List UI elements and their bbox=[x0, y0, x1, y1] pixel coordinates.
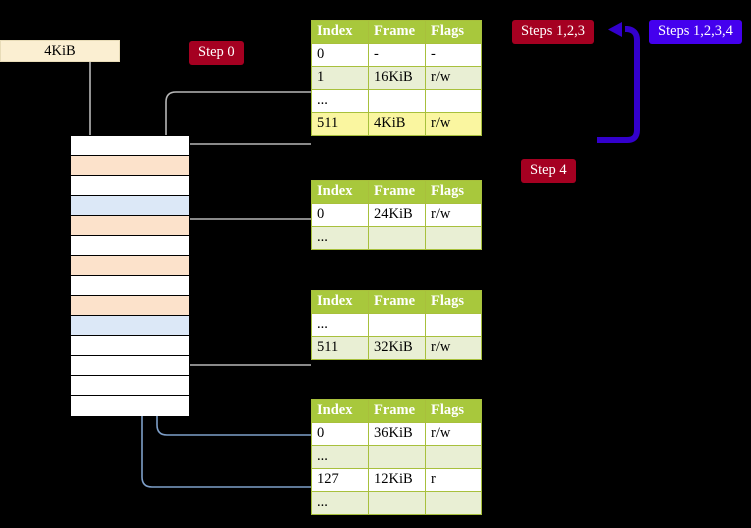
table-cell: r/w bbox=[425, 422, 482, 446]
table-cell: 32KiB bbox=[368, 336, 426, 360]
table-row: ... bbox=[311, 445, 482, 469]
column-header-flags: Flags bbox=[425, 290, 482, 314]
memory-row bbox=[71, 156, 189, 176]
table-cell bbox=[368, 445, 426, 469]
table-cell: ... bbox=[311, 226, 369, 250]
memory-row bbox=[71, 136, 189, 156]
column-header-frame: Frame bbox=[368, 399, 426, 423]
memory-row bbox=[71, 396, 189, 416]
memory-row bbox=[71, 296, 189, 316]
table-cell: 511 bbox=[311, 112, 369, 136]
table-cell bbox=[368, 313, 426, 337]
table-cell: 16KiB bbox=[368, 66, 426, 90]
memory-row bbox=[71, 216, 189, 236]
column-header-frame: Frame bbox=[368, 20, 426, 44]
memory-row bbox=[71, 256, 189, 276]
table-row: 0-- bbox=[311, 43, 482, 67]
table-cell: ... bbox=[311, 445, 369, 469]
badge-steps-123-label: Steps 1,2,3 bbox=[521, 23, 586, 39]
table-cell: ... bbox=[311, 89, 369, 113]
memory-row bbox=[71, 276, 189, 296]
badge-step-4: Step 4 bbox=[521, 159, 576, 183]
memory-row bbox=[71, 196, 189, 216]
table-row: ... bbox=[311, 226, 482, 250]
table-cell: 127 bbox=[311, 468, 369, 492]
column-header-index: Index bbox=[311, 399, 369, 423]
table-cell: ... bbox=[311, 491, 369, 515]
table-cell bbox=[425, 89, 482, 113]
memory-row bbox=[71, 336, 189, 356]
memory-row bbox=[71, 236, 189, 256]
table-row: ... bbox=[311, 313, 482, 337]
column-header-index: Index bbox=[311, 290, 369, 314]
table-cell: ... bbox=[311, 313, 369, 337]
badge-steps-123: Steps 1,2,3 bbox=[512, 20, 595, 44]
table-cell: 1 bbox=[311, 66, 369, 90]
badge-steps-1234: Steps 1,2,3,4 bbox=[649, 20, 742, 44]
table-cell: r bbox=[425, 468, 482, 492]
badge-step-4-label: Step 4 bbox=[530, 162, 567, 178]
wire-table1-to-memory bbox=[174, 143, 311, 215]
column-header-frame: Frame bbox=[368, 180, 426, 204]
table-cell: r/w bbox=[425, 336, 482, 360]
memory-row bbox=[71, 356, 189, 376]
table-cell: 0 bbox=[311, 422, 369, 446]
memory-row bbox=[71, 176, 189, 196]
table-cell: 12KiB bbox=[368, 468, 426, 492]
column-header-flags: Flags bbox=[425, 399, 482, 423]
table-row: ... bbox=[311, 491, 482, 515]
table-cell bbox=[425, 313, 482, 337]
table-cell bbox=[368, 491, 426, 515]
table-cell bbox=[425, 226, 482, 250]
table-cell bbox=[425, 445, 482, 469]
table-cell: 36KiB bbox=[368, 422, 426, 446]
table-row: ... bbox=[311, 89, 482, 113]
badge-step-0-label: Step 0 bbox=[198, 44, 235, 60]
badge-step-0: Step 0 bbox=[189, 41, 244, 65]
size-bar-label: 4KiB bbox=[44, 43, 76, 59]
table-cell: r/w bbox=[425, 203, 482, 227]
table-cell: r/w bbox=[425, 66, 482, 90]
badge-steps-1234-label: Steps 1,2,3,4 bbox=[658, 23, 733, 39]
table-cell: 0 bbox=[311, 203, 369, 227]
physical-memory-column bbox=[70, 135, 190, 416]
column-header-frame: Frame bbox=[368, 290, 426, 314]
table-cell: r/w bbox=[425, 112, 482, 136]
arrow-steps-loop bbox=[597, 22, 640, 143]
wire-table2-to-memory bbox=[179, 218, 311, 255]
memory-row bbox=[71, 316, 189, 336]
column-header-flags: Flags bbox=[425, 180, 482, 204]
table-cell bbox=[368, 226, 426, 250]
column-header-index: Index bbox=[311, 180, 369, 204]
size-bar-4kib: 4KiB bbox=[0, 40, 120, 62]
table-cell: 4KiB bbox=[368, 112, 426, 136]
wire-table3-to-memory bbox=[172, 311, 311, 366]
table-cell bbox=[425, 491, 482, 515]
table-cell: - bbox=[425, 43, 482, 67]
table-cell: - bbox=[368, 43, 426, 67]
table-cell: 511 bbox=[311, 336, 369, 360]
table-cell: 0 bbox=[311, 43, 369, 67]
column-header-index: Index bbox=[311, 20, 369, 44]
table-cell: 24KiB bbox=[368, 203, 426, 227]
table-cell bbox=[368, 89, 426, 113]
column-header-flags: Flags bbox=[425, 20, 482, 44]
memory-row bbox=[71, 376, 189, 396]
